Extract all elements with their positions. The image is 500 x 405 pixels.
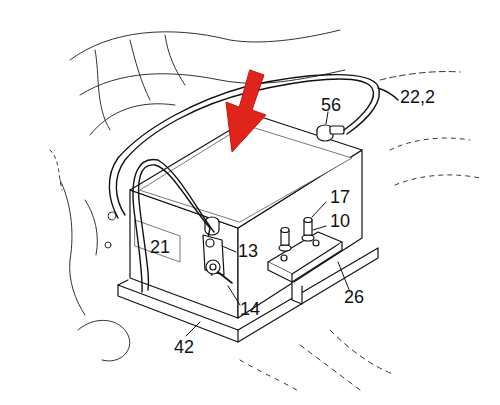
callout-number: 14 [240,300,260,318]
engine-background [50,30,480,392]
terminal-clamp-13-14 [203,235,232,283]
callout-number: 22,2 [400,88,435,106]
leader-lines [186,112,350,336]
callout-number: 26 [344,288,364,306]
callout-number: 13 [238,242,258,260]
hold-down-bracket-26 [268,232,342,304]
callout-number: 17 [330,188,350,206]
callout-number: 42 [174,338,194,356]
battery-cables [109,75,398,292]
callout-number: 56 [321,96,341,114]
callout-number: 21 [150,238,170,256]
red-arrow [226,70,266,152]
bolts-nuts-10-17 [279,218,314,252]
battery-terminals [205,125,344,235]
callout-number: 10 [330,212,350,230]
battery [130,115,362,318]
